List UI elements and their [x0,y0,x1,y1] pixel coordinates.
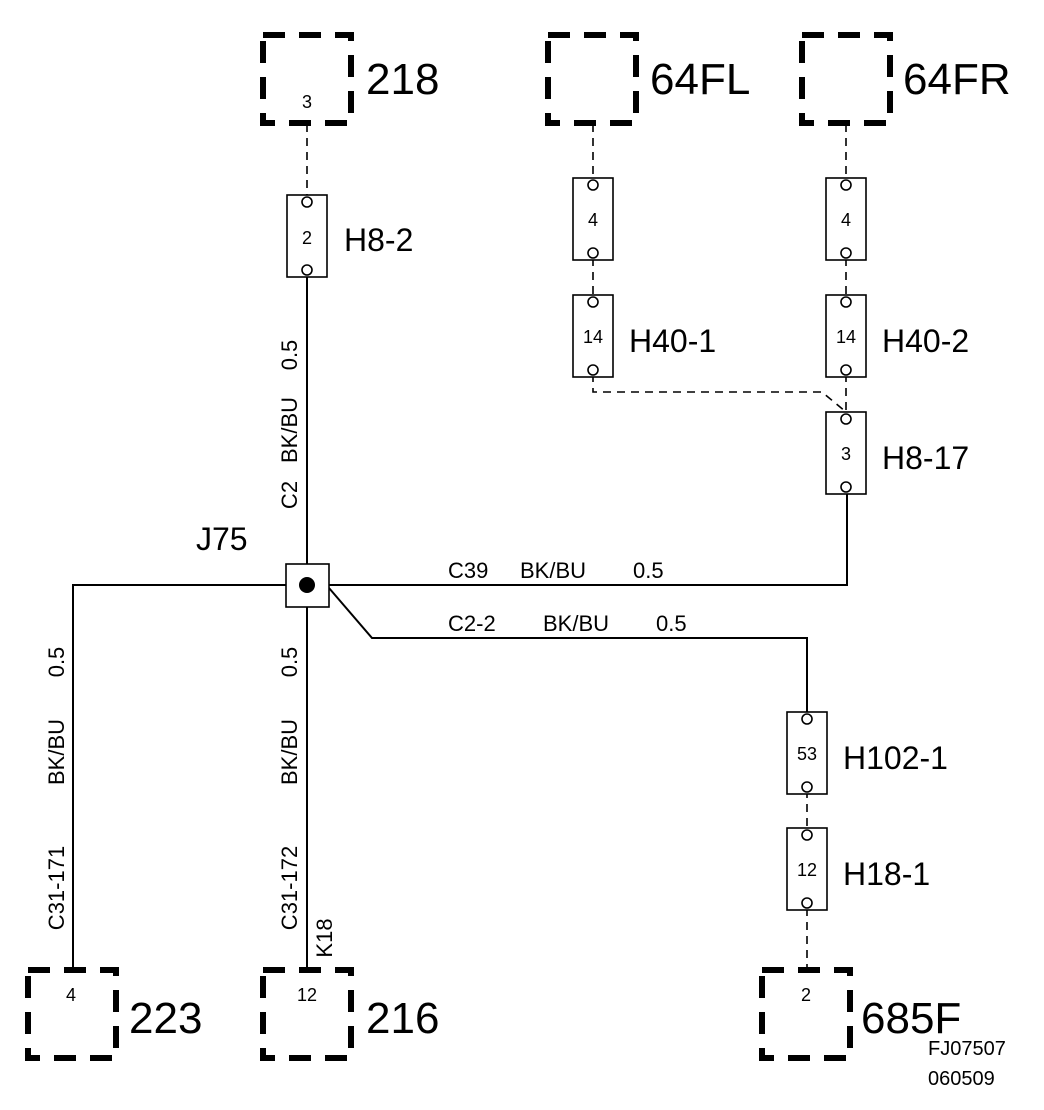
connector-h40-1-pin: 14 [583,327,603,347]
component-218-pin: 3 [302,92,312,112]
wire-c2-labels: 0.5 [277,340,302,371]
component-685f-label: 685F [861,994,961,1043]
component-216-label: 216 [366,994,439,1043]
wire-c2-circuit: C2 [277,481,302,509]
connector-h8-2-label: H8-2 [344,222,413,258]
figure-ref-date: 060509 [928,1068,995,1090]
connector-h8-17-label: H8-17 [882,440,969,476]
wire-c31-172-extra: K18 [312,918,337,957]
component-218: 3 218 [260,32,439,126]
connector-fr-inline-pin: 4 [841,210,851,230]
connector-h8-2-pin: 2 [302,228,312,248]
wire-c2-2-size: 0.5 [656,611,687,636]
splice-j75-label: J75 [196,521,248,557]
connector-h18-1-label: H18-1 [843,856,930,892]
component-64fr-label: 64FR [903,55,1011,104]
connector-h8-17-pin: 3 [841,444,851,464]
connector-h102-1-label: H102-1 [843,740,948,776]
component-64fl-label: 64FL [650,55,750,104]
wire-c31-171-color: BK/BU [44,719,69,785]
connector-h102-1: 53 H102-1 [786,711,948,795]
component-223-label: 223 [129,994,202,1043]
wire-c2-2 [328,587,808,712]
component-64fl: 64FL [545,32,750,126]
wire-c39-circuit: C39 [448,558,488,583]
splice-j75: J75 [196,521,330,608]
component-216: 12 216 [260,967,439,1061]
connector-h102-1-pin: 53 [797,744,817,764]
figure-ref-code: FJ07507 [928,1038,1006,1060]
wire-c31-171-size: 0.5 [44,647,69,678]
wire-c31-172-color: BK/BU [277,719,302,785]
dwire-h40-1-h8-17 [592,374,847,413]
connector-fr-inline: 4 [825,177,867,261]
dashed-wires [306,124,847,970]
component-216-pin: 12 [297,985,317,1005]
connector-h8-2: 2 H8-2 [286,194,413,278]
wire-c31-171-circuit: C31-171 [44,846,69,930]
connector-h40-2-label: H40-2 [882,323,969,359]
wire-c2-size: 0.5 [277,340,302,371]
wire-c2-color: BK/BU [277,397,302,463]
component-223-pin: 4 [66,985,76,1005]
connector-h40-2: 14 H40-2 [825,294,969,378]
component-223: 4 223 [25,967,202,1061]
component-218-label: 218 [366,55,439,104]
connector-h40-1-label: H40-1 [629,323,716,359]
wire-c31-171 [72,584,286,968]
wire-c2-2-circuit: C2-2 [448,611,496,636]
wire-c31-172-size: 0.5 [277,647,302,678]
component-64fr: 64FR [799,32,1011,126]
connector-fl-inline: 4 [572,177,614,261]
connector-h18-1: 12 H18-1 [786,827,930,911]
wire-c39-size: 0.5 [633,558,664,583]
component-685f: 2 685F [759,967,961,1061]
wire-c31-172-circuit: C31-172 [277,846,302,930]
wire-c39-color: BK/BU [520,558,586,583]
wire-c2-2-color: BK/BU [543,611,609,636]
connector-h8-17: 3 H8-17 [825,411,969,495]
solid-wires [72,272,848,968]
connector-h40-1: 14 H40-1 [572,294,716,378]
connector-h40-2-pin: 14 [836,327,856,347]
connector-h18-1-pin: 12 [797,860,817,880]
component-685f-pin: 2 [801,985,811,1005]
connector-fl-inline-pin: 4 [588,210,598,230]
wire-c39 [329,494,848,586]
